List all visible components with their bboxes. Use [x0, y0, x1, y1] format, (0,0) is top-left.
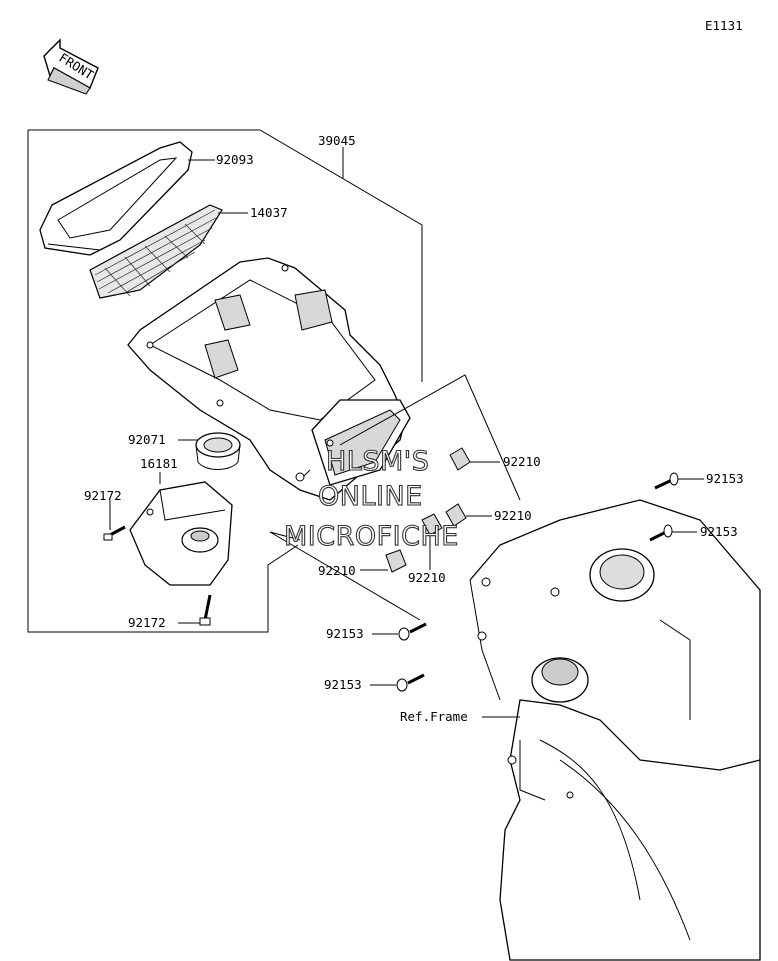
screw-92172-lower: [199, 594, 212, 626]
label-92071: 92071: [128, 432, 166, 447]
assembly-boundary-top: [28, 129, 423, 382]
front-arrow-icon: FRONT: [43, 38, 99, 95]
bolt-92153-d: [396, 673, 425, 692]
assembly-boundary-left: [27, 130, 299, 633]
watermark-line-3: MICROFICHE: [284, 521, 459, 552]
bolt-92153-c: [398, 622, 427, 641]
mesh-screen-14037: [89, 204, 223, 299]
screw-92172-upper: [103, 525, 126, 541]
label-92153-c: 92153: [326, 626, 364, 641]
bolt-92153-b: [649, 524, 673, 542]
label-92153-a: 92153: [706, 471, 744, 486]
guide-line-2: [339, 374, 521, 501]
label-92153-b: 92153: [700, 524, 738, 539]
guide-line-1: [269, 531, 421, 621]
label-92153-d: 92153: [324, 677, 362, 692]
bolt-92153-a: [654, 472, 679, 490]
label-92210-c: 92210: [408, 570, 446, 585]
watermark-line-2: ONLINE: [318, 481, 423, 512]
label-92210-a: 92210: [503, 454, 541, 469]
air-duct-39045: [127, 257, 411, 501]
label-92172-lower: 92172: [128, 615, 166, 630]
label-ref-frame: Ref.Frame: [400, 709, 468, 724]
watermark-line-1: HLSM'S: [326, 446, 429, 477]
tank-16181: [129, 481, 233, 586]
label-14037: 14037: [250, 205, 288, 220]
label-39045: 39045: [318, 133, 356, 148]
cover-92093: [39, 141, 193, 256]
label-92093: 92093: [216, 152, 254, 167]
label-16181: 16181: [140, 456, 178, 471]
grommet-92071: [195, 432, 241, 470]
clip-92210-c: [421, 513, 443, 536]
clip-92210-d: [385, 549, 407, 573]
diagram-code: E1131: [705, 18, 743, 33]
clip-92210-b: [445, 503, 467, 527]
label-92210-d: 92210: [318, 563, 356, 578]
label-92172-upper: 92172: [84, 488, 122, 503]
clip-92210-a: [449, 447, 471, 471]
frame-reference: [469, 499, 761, 961]
label-92210-b: 92210: [494, 508, 532, 523]
watermark: HLSM'S ONLINE MICROFICHE: [283, 445, 459, 552]
